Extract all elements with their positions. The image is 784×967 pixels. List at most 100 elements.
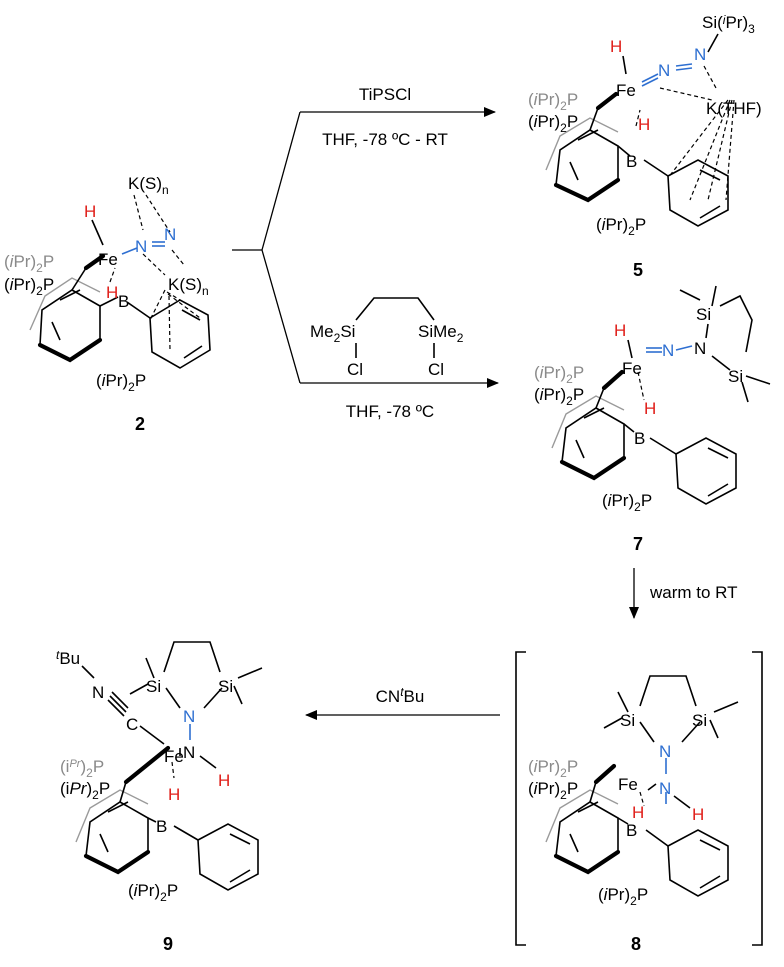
atom-label: 2 <box>457 331 464 345</box>
atom-label: Pr) <box>537 757 560 776</box>
atom-label: Cl <box>428 360 444 379</box>
atom-label: K(S)n <box>128 174 169 197</box>
atom-label: Pr) <box>607 885 630 904</box>
atom-label: tBu <box>56 648 80 668</box>
atom-label: t <box>400 685 404 699</box>
atom-label: ) <box>80 757 86 776</box>
atom-label: 2 <box>334 331 341 345</box>
compound-5: H Fe N N Si(iPr)3 K(THF) H B (iPr)2P (iP… <box>528 13 762 280</box>
atom-label: 2 <box>92 788 99 802</box>
brackets-8 <box>515 651 763 946</box>
atom-label: Pr <box>69 758 81 770</box>
atom-label: Si(iPr)3 <box>702 13 755 36</box>
atom-label: (iPr)2P <box>534 363 584 386</box>
compound-number-2: 2 <box>135 414 145 434</box>
atom-label: i <box>102 371 107 390</box>
atom-label: (iPr)2P <box>602 491 652 514</box>
atom-label: P <box>567 112 578 131</box>
atom-label: P <box>637 885 648 904</box>
compound-9: tBu N C Si Si N N H Fe H B (iPr)2P (iPr)… <box>56 641 263 954</box>
conditions-to-8: warm to RT <box>649 583 738 602</box>
atom-label: P <box>93 757 104 776</box>
atom-label: (iPr)2P <box>4 252 54 275</box>
atom-label: 2 <box>36 261 43 275</box>
atom-label: ( <box>96 371 102 390</box>
atom-label: H <box>106 283 118 302</box>
atom-label: (iPr)2P <box>596 215 646 238</box>
atom-label: P <box>573 385 584 404</box>
reagent-tipscl: TiPSCl <box>359 85 411 104</box>
atom-label: N <box>183 743 195 762</box>
atom-label: ( <box>528 757 534 776</box>
atom-label: N <box>164 225 176 244</box>
atom-label: Pr) <box>137 881 160 900</box>
atom-label: N <box>662 341 674 360</box>
atom-label: i <box>10 275 15 294</box>
compound-number-5: 5 <box>633 260 643 280</box>
atom-label: i <box>723 13 726 27</box>
atom-label: (iPr)2P <box>528 90 578 113</box>
atom-label: i <box>534 757 539 776</box>
atom-label: N <box>658 61 670 80</box>
atom-label: P <box>43 275 54 294</box>
atom-label: i <box>534 779 539 798</box>
atom-label: Si <box>340 322 355 341</box>
atom-label: P <box>641 491 652 510</box>
atom-label: N <box>92 683 104 702</box>
atom-label: Pr) <box>543 363 566 382</box>
atom-label: i <box>534 90 539 109</box>
atom-label: Si <box>620 711 635 730</box>
atom-label: K(THF) <box>706 99 762 118</box>
atom-label: ( <box>598 885 604 904</box>
atom-label: Pr) <box>13 275 36 294</box>
atom-label: H <box>632 803 644 822</box>
atom-label: n <box>202 284 209 298</box>
atom-label: 2 <box>560 766 567 780</box>
atom-label: (iPr)2P <box>528 112 578 135</box>
atom-label: Fe <box>164 747 184 766</box>
atom-label: (iPr)2P <box>128 881 178 904</box>
atom-label: H <box>84 202 96 221</box>
atom-label: Pr) <box>543 385 566 404</box>
atom-label: (iPr)2P <box>96 371 146 394</box>
atom-label: n <box>162 183 169 197</box>
atom-label: Fe <box>98 250 118 269</box>
compound-number-9: 9 <box>163 934 173 954</box>
branch-arrow <box>232 107 499 388</box>
atom-label: P <box>99 779 110 798</box>
atom-label: N <box>135 237 147 256</box>
atom-label: P <box>567 779 578 798</box>
atom-label: (i <box>60 757 69 776</box>
atom-label: Pr <box>69 779 87 798</box>
atom-label: Pr) <box>13 252 36 271</box>
atom-label: 2 <box>566 394 573 408</box>
atom-label: ( <box>528 779 534 798</box>
atom-label: ( <box>602 491 608 510</box>
atom-label: H <box>218 771 230 790</box>
atom-label: Pr) <box>725 13 748 32</box>
atom-label: t <box>56 648 60 662</box>
atom-label: 2 <box>566 372 573 386</box>
atom-label: 2 <box>560 99 567 113</box>
atom-label: ( <box>534 385 540 404</box>
atom-label: i <box>540 363 545 382</box>
atom-label: i <box>534 112 539 131</box>
atom-label: B <box>626 152 637 171</box>
atom-label: i <box>604 885 609 904</box>
conditions-to-7: THF, -78 ºC <box>346 402 434 421</box>
atom-label: 2 <box>630 894 637 908</box>
atom-label: C <box>126 715 138 734</box>
atom-label: P <box>43 252 54 271</box>
atom-label: Fe <box>622 359 642 378</box>
atom-label: K(S) <box>168 275 202 294</box>
atom-label: Si <box>692 711 707 730</box>
atom-label: ( <box>128 881 134 900</box>
atom-label: 2 <box>634 500 641 514</box>
atom-label: Me2Si <box>310 322 355 345</box>
atom-label: CN <box>376 687 401 706</box>
atom-label: i <box>602 215 607 234</box>
atom-label: i <box>540 385 545 404</box>
atom-label: (iPr)2P <box>598 885 648 908</box>
atom-label: K(S) <box>128 174 162 193</box>
atom-label: Cl <box>347 360 363 379</box>
